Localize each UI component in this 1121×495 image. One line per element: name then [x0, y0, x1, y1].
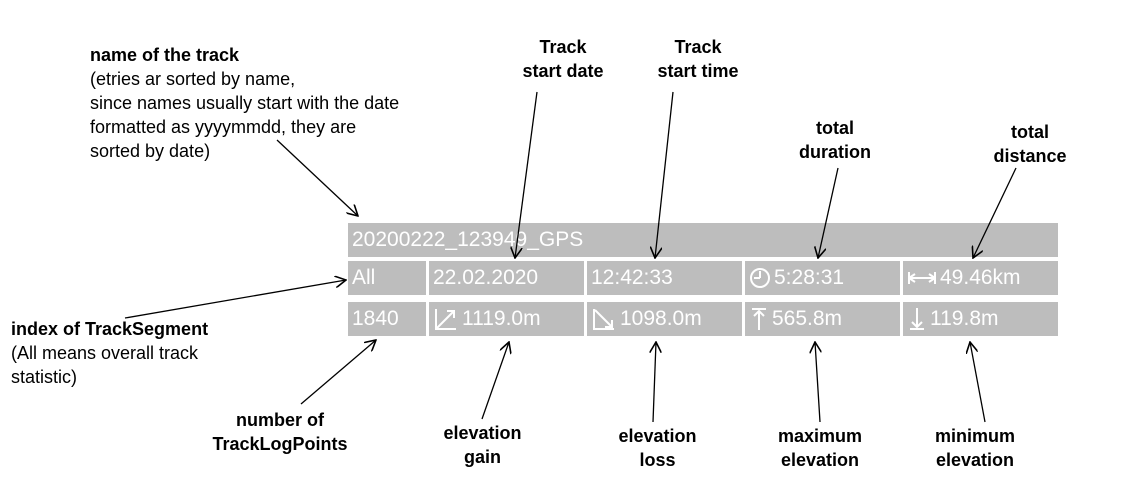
annotation-total-distance: total distance	[955, 120, 1105, 168]
max-elevation-text: 565.8m	[772, 307, 843, 330]
min-elevation: 119.8m	[903, 302, 1058, 336]
total-distance: 49.46km	[903, 261, 1058, 295]
annotation-max-elevation: maximum elevation	[745, 424, 895, 472]
annotation-line: total	[816, 118, 854, 138]
track-name: 20200222_123949_GPS	[348, 223, 1058, 257]
annotation-total-duration: total duration	[760, 116, 910, 164]
max-elevation-icon	[749, 306, 769, 332]
arrow-point-count	[300, 340, 376, 405]
annotation-start-time: Track start time	[623, 35, 773, 83]
arrow-max-elevation	[815, 342, 820, 423]
point-count: 1840	[348, 302, 426, 336]
annotation-line: elevation	[443, 423, 522, 443]
annotation-line: duration	[799, 142, 871, 162]
clock-icon	[749, 267, 771, 289]
arrow-track-name	[276, 139, 358, 216]
elevation-gain-icon	[433, 306, 459, 332]
annotation-line: statistic)	[11, 367, 78, 387]
annotation-line: number of	[236, 410, 324, 430]
annotation-title: index of TrackSegment	[11, 319, 209, 339]
annotation-track-name: name of the track (etries ar sorted by n…	[90, 43, 470, 163]
arrow-start-time	[655, 91, 674, 258]
annotation-line: minimum	[934, 426, 1015, 446]
annotation-line: total	[1011, 122, 1049, 142]
total-duration-text: 5:28:31	[774, 266, 845, 289]
annotation-line: gain	[463, 447, 501, 467]
annotation-line: elevation	[935, 450, 1015, 470]
annotation-line: elevation	[780, 450, 860, 470]
max-elevation: 565.8m	[745, 302, 900, 336]
min-elevation-text: 119.8m	[930, 307, 999, 330]
start-time-text: 12:42:33	[591, 266, 673, 289]
annotation-line: formatted as yyyymmdd, they are	[90, 117, 357, 137]
annotation-line: elevation	[618, 426, 697, 446]
start-time: 12:42:33	[587, 261, 742, 295]
distance-icon	[907, 268, 937, 288]
point-count-text: 1840	[352, 307, 399, 330]
arrow-min-elevation	[970, 342, 986, 423]
annotation-min-elevation: minimum elevation	[900, 424, 1050, 472]
annotation-line: sorted by date)	[90, 141, 211, 161]
annotation-line: since names usually start with the date	[90, 93, 400, 113]
annotation-line: (etries ar sorted by name,	[90, 69, 296, 89]
total-duration: 5:28:31	[745, 261, 900, 295]
start-date: 22.02.2020	[429, 261, 584, 295]
annotation-elevation-loss: elevation loss	[585, 424, 730, 472]
elevation-gain: 1119.0m	[429, 302, 584, 336]
annotation-point-count: number of TrackLogPoints	[180, 408, 380, 456]
annotation-elevation-gain: elevation gain	[410, 421, 555, 469]
track-list-item[interactable]: 20200222_123949_GPS All 22.02.2020 12:42…	[348, 218, 1058, 340]
segment-index: All	[348, 261, 426, 295]
annotation-line: TrackLogPoints	[212, 434, 348, 454]
annotation-line: start date	[522, 61, 604, 81]
annotation-line: loss	[639, 450, 676, 470]
annotation-line: Track	[674, 37, 722, 57]
annotation-start-date: Track start date	[488, 35, 638, 83]
annotation-segment-index: index of TrackSegment (All means overall…	[11, 317, 311, 389]
elevation-loss-icon	[591, 306, 617, 332]
elevation-gain-text: 1119.0m	[462, 307, 541, 330]
start-date-text: 22.02.2020	[433, 266, 539, 289]
elevation-loss-text: 1098.0m	[620, 307, 702, 330]
min-elevation-icon	[907, 306, 927, 332]
track-name-text: 20200222_123949_GPS	[352, 228, 584, 251]
arrow-elevation-loss	[653, 342, 656, 423]
arrow-segment-index	[124, 280, 346, 319]
elevation-loss: 1098.0m	[587, 302, 742, 336]
annotation-line: maximum	[777, 426, 863, 446]
arrow-total-distance	[973, 167, 1017, 258]
annotation-line: (All means overall track	[11, 343, 199, 363]
arrow-start-date	[515, 91, 538, 258]
segment-index-text: All	[352, 266, 376, 289]
arrow-total-duration	[818, 167, 839, 258]
annotation-line: distance	[993, 146, 1067, 166]
annotation-line: Track	[539, 37, 587, 57]
annotation-line: start time	[657, 61, 739, 81]
annotation-title: name of the track	[90, 45, 240, 65]
total-distance-text: 49.46km	[940, 266, 1021, 289]
arrow-elevation-gain	[481, 342, 509, 420]
